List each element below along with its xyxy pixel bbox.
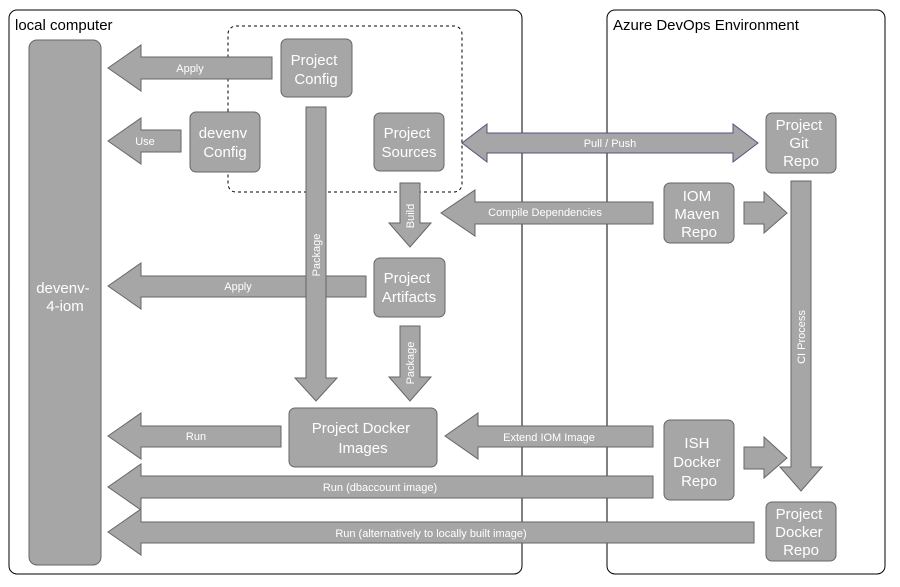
svg-text:Run (alternatively to locally: Run (alternatively to locally built imag…	[335, 528, 526, 540]
box-label: Project Config	[291, 52, 342, 88]
project-docker-images-box[interactable]: Project Docker Images	[288, 407, 438, 468]
box-label: devenv Config	[199, 125, 252, 161]
devenv-config-box[interactable]: devenv Config	[189, 111, 261, 173]
extend-iom-image-arrow: Extend IOM Image	[444, 412, 654, 460]
ish-docker-repo-box[interactable]: ISH Docker Repo	[663, 419, 735, 501]
ish-docker-to-ci-arrow	[743, 435, 788, 480]
svg-text:Apply: Apply	[176, 63, 204, 75]
run-alternative-arrow: Run (alternatively to locally built imag…	[107, 508, 755, 556]
box-label: devenv- 4-iom	[36, 280, 94, 315]
svg-text:Run: Run	[186, 431, 206, 443]
azure-devops-frame	[606, 9, 886, 575]
run-images-arrow: Run	[107, 412, 282, 460]
svg-text:Extend IOM Image: Extend IOM Image	[503, 432, 595, 444]
pull-push-arrow: Pull / Push	[461, 122, 759, 164]
svg-text:Run (dbaccount image): Run (dbaccount image)	[323, 482, 437, 494]
project-sources-box[interactable]: Project Sources	[373, 112, 445, 172]
iom-maven-repo-box[interactable]: IOM Maven Repo	[663, 182, 735, 244]
apply-artifacts-arrow: Apply	[107, 262, 367, 310]
box-label: Project Docker Images	[312, 420, 415, 457]
box-label: Project Docker Repo	[775, 506, 827, 559]
project-repository-region	[227, 25, 463, 193]
compile-dependencies-arrow: Compile Dependencies	[440, 189, 654, 237]
svg-text:CI Process: CI Process	[796, 310, 808, 364]
svg-text:Compile Dependencies: Compile Dependencies	[488, 207, 602, 219]
box-label: Project Git Repo	[776, 117, 827, 170]
svg-text:Use: Use	[135, 136, 155, 148]
project-docker-repo-box[interactable]: Project Docker Repo	[765, 501, 837, 562]
svg-text:Package: Package	[405, 342, 417, 385]
run-dbaccount-arrow: Run (dbaccount image)	[107, 463, 654, 511]
box-label: Project Artifacts	[382, 270, 436, 306]
azure-devops-label: Azure DevOps Environment	[613, 17, 800, 34]
package-config-arrow: Package	[293, 106, 339, 402]
local-computer-label: local computer	[15, 17, 113, 34]
svg-text:Pull / Push: Pull / Push	[584, 138, 637, 150]
build-arrow: Build	[387, 182, 433, 248]
local-computer-frame	[8, 9, 523, 575]
box-label: Project Sources	[381, 125, 436, 161]
project-artifacts-box[interactable]: Project Artifacts	[373, 257, 446, 318]
apply-config-arrow: Apply	[107, 44, 273, 92]
box-label: IOM Maven Repo	[674, 188, 723, 241]
project-git-repo-box[interactable]: Project Git Repo	[765, 112, 837, 174]
svg-text:Apply: Apply	[224, 281, 252, 293]
package-artifacts-arrow: Package	[387, 325, 433, 402]
devenv-4-iom-box[interactable]: devenv- 4-iom	[28, 39, 102, 566]
project-config-box[interactable]: Project Config	[280, 38, 353, 98]
svg-text:Package: Package	[311, 234, 323, 277]
box-label: ISH Docker Repo	[673, 435, 725, 490]
use-config-arrow: Use	[107, 117, 182, 165]
svg-text:Build: Build	[405, 204, 417, 228]
ci-process-arrow: CI Process	[778, 180, 824, 492]
maven-to-ci-arrow	[743, 190, 788, 235]
